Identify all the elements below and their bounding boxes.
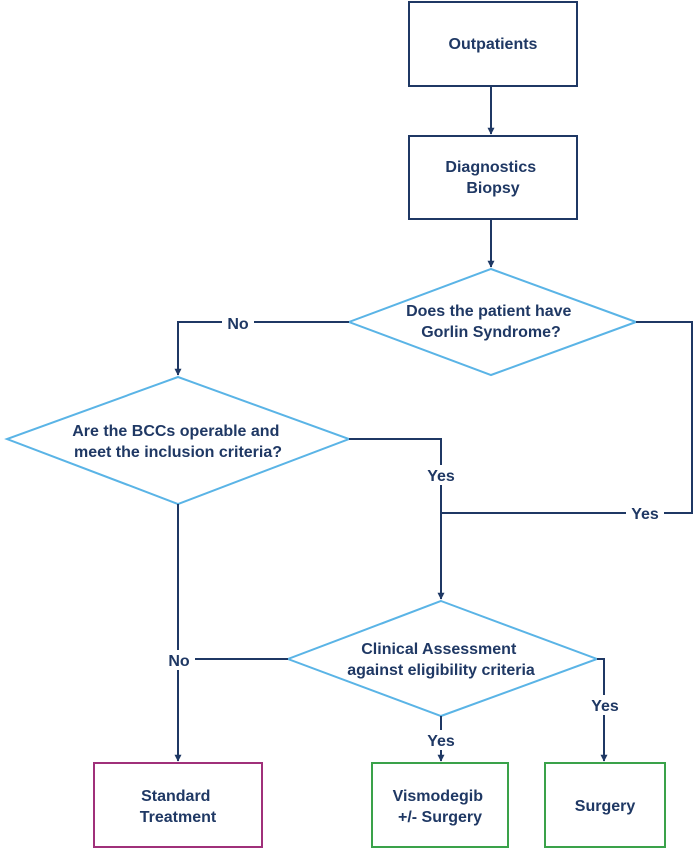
diagnostics-label: Diagnostics Biopsy xyxy=(445,159,540,197)
gorlin-decision-diamond xyxy=(346,267,639,377)
line-gorlin-yes xyxy=(441,321,693,514)
diagnostics-box xyxy=(408,135,578,220)
bcc-yes-label: Yes xyxy=(427,468,455,485)
clinical-yes-vismodegib-label: Yes xyxy=(427,733,455,750)
vismodegib-box xyxy=(371,762,509,848)
arrow-gorlin-no-to-bcc xyxy=(174,321,349,376)
bcc-decision-diamond xyxy=(4,375,352,506)
clinical-no-label: No xyxy=(168,653,190,670)
bcc-question: Are the BCCs operable and meet the inclu… xyxy=(72,423,284,461)
gorlin-question: Does the patient have Gorlin Syndrome? xyxy=(406,303,576,341)
clinical-assessment-label: Clinical Assessment against eligibility … xyxy=(347,641,535,679)
clinical-assessment-diamond xyxy=(285,599,600,718)
gorlin-no-label: No xyxy=(227,316,249,333)
arrow-bcc-yes-to-clinical xyxy=(349,438,445,600)
outpatients-box xyxy=(408,1,578,87)
surgery-label: Surgery xyxy=(575,798,636,815)
standard-treatment-label: Standard Treatment xyxy=(140,788,217,826)
vismodegib-label: Vismodegib +/- Surgery xyxy=(393,788,488,826)
surgery-box xyxy=(544,762,666,848)
standard-treatment-box xyxy=(93,762,263,848)
clinical-yes-surgery-label: Yes xyxy=(591,698,619,715)
outpatients-label: Outpatients xyxy=(449,36,538,53)
arrow-clinical-yes-to-surgery xyxy=(597,658,608,762)
gorlin-yes-label: Yes xyxy=(631,506,659,523)
